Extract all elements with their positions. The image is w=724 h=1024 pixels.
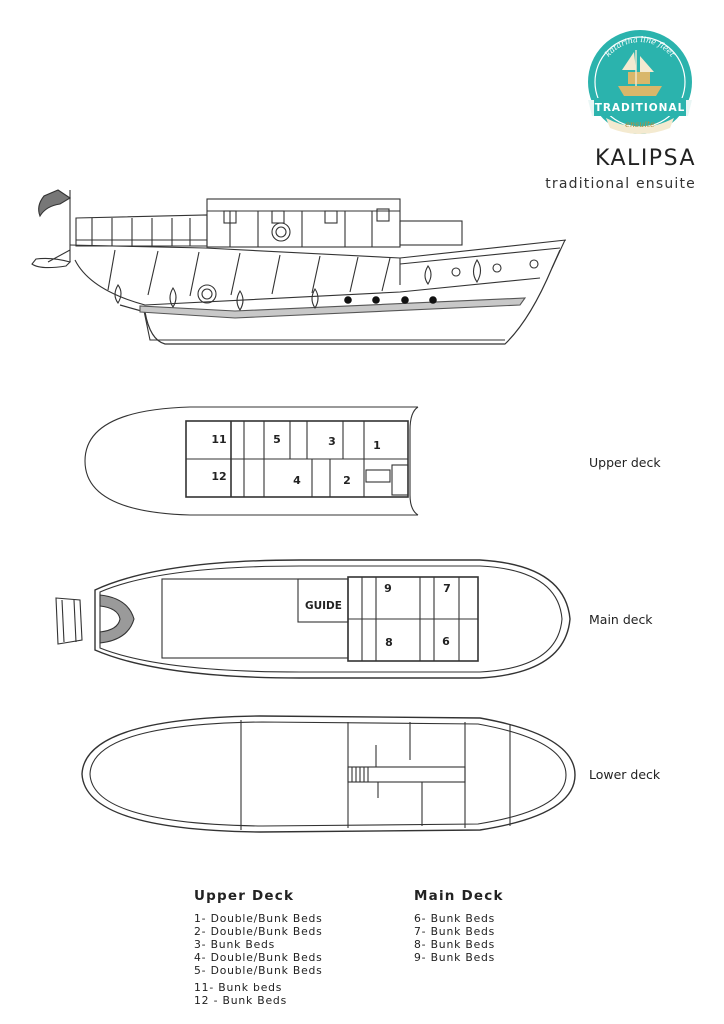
upper-cabin-2: 2 bbox=[343, 474, 351, 487]
logo-ship-icon bbox=[618, 50, 662, 96]
legend-item: 2- Double/Bunk Beds bbox=[194, 925, 323, 938]
legend-item: 4- Double/Bunk Beds bbox=[194, 951, 323, 964]
legend-item: 12 - Bunk Beds bbox=[194, 994, 288, 1007]
legend-main-title: Main Deck bbox=[414, 888, 504, 904]
legend-item: 1- Double/Bunk Beds bbox=[194, 912, 323, 925]
legend-item: 7- Bunk Beds bbox=[414, 925, 496, 938]
ship-subtitle: traditional ensuite bbox=[545, 176, 696, 192]
legend-item: 8- Bunk Beds bbox=[414, 938, 496, 951]
legend-item: 3- Bunk Beds bbox=[194, 938, 276, 951]
upper-cabin-4: 4 bbox=[293, 474, 301, 487]
upper-cabin-11: 11 bbox=[211, 433, 227, 446]
legend-upper-title: Upper Deck bbox=[194, 888, 295, 904]
upper-cabin-5: 5 bbox=[273, 433, 281, 446]
upper-cabin-1: 1 bbox=[373, 439, 381, 452]
guide-cabin-label: GUIDE bbox=[305, 600, 342, 612]
legend-item: 5- Double/Bunk Beds bbox=[194, 964, 323, 977]
main-cabin-6: 6 bbox=[442, 635, 450, 648]
logo-script-text: ensuite bbox=[625, 120, 655, 129]
lower-deck-label: Lower deck bbox=[589, 767, 661, 782]
upper-deck-label: Upper deck bbox=[589, 455, 661, 470]
legend-item: 6- Bunk Beds bbox=[414, 912, 496, 925]
main-cabin-8: 8 bbox=[385, 636, 393, 649]
main-cabin-7: 7 bbox=[443, 582, 451, 595]
main-deck-label: Main deck bbox=[589, 612, 653, 627]
main-cabin-9: 9 bbox=[384, 582, 392, 595]
legend-item: 11- Bunk beds bbox=[194, 981, 283, 994]
logo-banner-text: TRADITIONAL bbox=[595, 102, 686, 114]
legend-item: 9- Bunk Beds bbox=[414, 951, 496, 964]
upper-cabin-12: 12 bbox=[211, 470, 227, 483]
ship-name: KALIPSA bbox=[594, 146, 696, 171]
upper-cabin-3: 3 bbox=[328, 435, 336, 448]
logo-arc-text: katarina line fleet bbox=[603, 35, 677, 59]
